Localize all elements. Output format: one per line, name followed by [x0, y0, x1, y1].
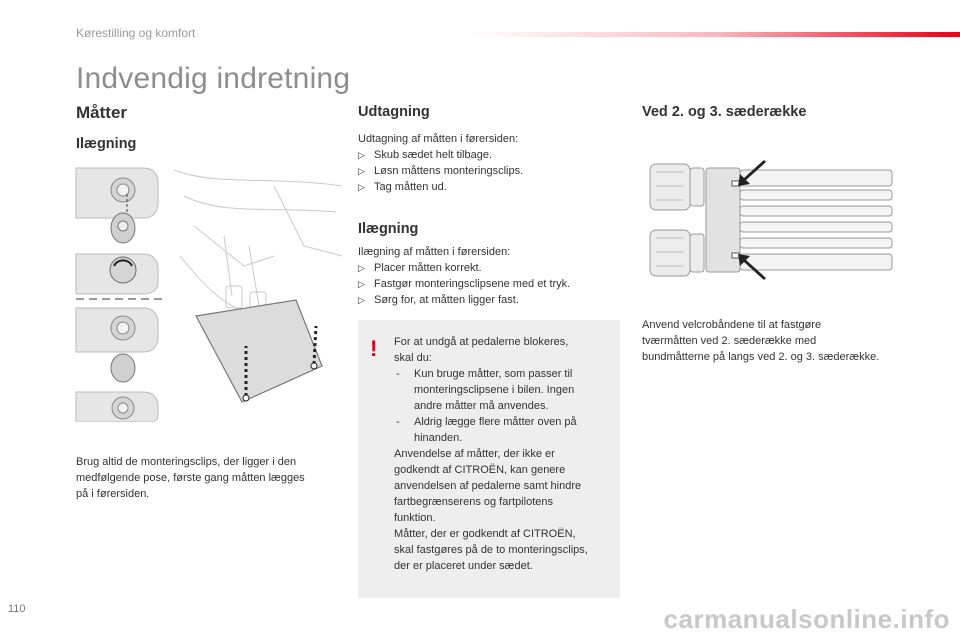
warning-line: Kun bruge måtter, som passer til	[414, 368, 573, 380]
warning-text: For at undgå at pedalerne blokeres, skal…	[394, 334, 614, 574]
removal-text: Udtagning af måtten i førersiden: ▷ Skub …	[358, 131, 618, 195]
rows-line: tværmåtten ved 2. sæderække med	[642, 335, 817, 347]
warning-box: ! For at undgå at pedalerne blokeres, sk…	[358, 320, 620, 598]
section-label: Kørestilling og komfort	[76, 26, 196, 40]
warning-line: skal du:	[394, 352, 432, 364]
warning-line: anvendelsen af pedalerne samt hindre	[394, 480, 582, 492]
page-number: 110	[8, 603, 26, 615]
removal-intro: Udtagning af måtten i førersiden:	[358, 133, 519, 145]
warning-line: Aldrig lægge flere måtter oven på	[414, 416, 577, 428]
arrow-bullet-icon: ▷	[358, 150, 365, 160]
list-item-text: Tag måtten ud.	[374, 181, 447, 193]
mats-heading: Måtter	[76, 103, 128, 122]
warning-line: funktion.	[394, 512, 436, 524]
page-title: Indvendig indretning	[76, 62, 351, 95]
left-fitting-heading: Ilægning	[76, 136, 137, 152]
caption-line: på i førersiden.	[76, 488, 150, 500]
list-item: ▷ Sørg for, at måtten ligger fast.	[358, 292, 620, 308]
list-item-text: Fastgør monteringsclipsene med et tryk.	[374, 278, 571, 290]
warning-line: hinanden.	[414, 432, 463, 444]
dash-bullet: -	[396, 368, 400, 380]
fitting-text: Ilægning af måtten i førersiden: ▷ Placer…	[358, 244, 620, 308]
list-item-text: Sørg for, at måtten ligger fast.	[374, 294, 519, 306]
watermark: carmanualsonline.info	[663, 604, 950, 634]
warning-line: godkendt af CITROËN, kan genere	[394, 464, 566, 476]
removal-heading: Udtagning	[358, 104, 430, 120]
arrow-bullet-icon: ▷	[358, 263, 365, 273]
dash-bullet: -	[396, 416, 400, 428]
caption-line: Brug altid de monteringsclips, der ligge…	[76, 456, 297, 468]
rows-heading: Ved 2. og 3. sæderække	[642, 104, 807, 120]
rows-line: bundmåtterne på langs ved 2. og 3. sæder…	[642, 351, 880, 363]
rows-line: Anvend velcrobåndene til at fastgøre	[642, 319, 822, 331]
list-item: ▷ Fastgør monteringsclipsene med et tryk.	[358, 276, 620, 292]
list-item: ▷ Placer måtten korrekt.	[358, 260, 620, 276]
fitting-intro: Ilægning af måtten i førersiden:	[358, 246, 511, 258]
left-caption: Brug altid de monteringsclips, der ligge…	[76, 454, 346, 502]
warning-line: der er placeret under sædet.	[394, 560, 533, 572]
list-item: ▷ Tag måtten ud.	[358, 179, 618, 195]
list-item-text: Løsn måttens monteringsclips.	[374, 165, 524, 177]
fitting-heading: Ilægning	[358, 221, 419, 237]
list-item: ▷ Løsn måttens monteringsclips.	[358, 163, 618, 179]
seat-rows-illustration	[649, 160, 893, 280]
warning-line: Anvendelse af måtter, der ikke er	[394, 448, 555, 460]
warning-item: - Aldrig lægge flere måtter oven på hina…	[394, 414, 614, 446]
floor-mat-illustration	[75, 167, 342, 422]
list-item: ▷ Skub sædet helt tilbage.	[358, 147, 618, 163]
warning-line: fartbegrænserens og fartpilotens	[394, 496, 553, 508]
warning-line: andre måtter må anvendes.	[414, 400, 549, 412]
arrow-bullet-icon: ▷	[358, 295, 365, 305]
arrow-bullet-icon: ▷	[358, 279, 365, 289]
warning-line: Måtter, der er godkendt af CITROËN,	[394, 528, 576, 540]
caption-line: medfølgende pose, første gang måtten læg…	[76, 472, 305, 484]
arrow-bullet-icon: ▷	[358, 166, 365, 176]
arrow-bullet-icon: ▷	[358, 182, 365, 192]
warning-exclamation-icon: !	[370, 336, 378, 361]
list-item-text: Placer måtten korrekt.	[374, 262, 482, 274]
warning-item: - Kun bruge måtter, som passer til monte…	[394, 366, 614, 414]
warning-line: monteringsclipsene i bilen. Ingen	[414, 384, 575, 396]
warning-line: For at undgå at pedalerne blokeres,	[394, 336, 569, 348]
rows-text: Anvend velcrobåndene til at fastgøre tvæ…	[642, 317, 942, 365]
header-accent-bar	[470, 32, 960, 37]
list-item-text: Skub sædet helt tilbage.	[374, 149, 493, 161]
warning-line: skal fastgøres på de to monteringsclips,	[394, 544, 588, 556]
